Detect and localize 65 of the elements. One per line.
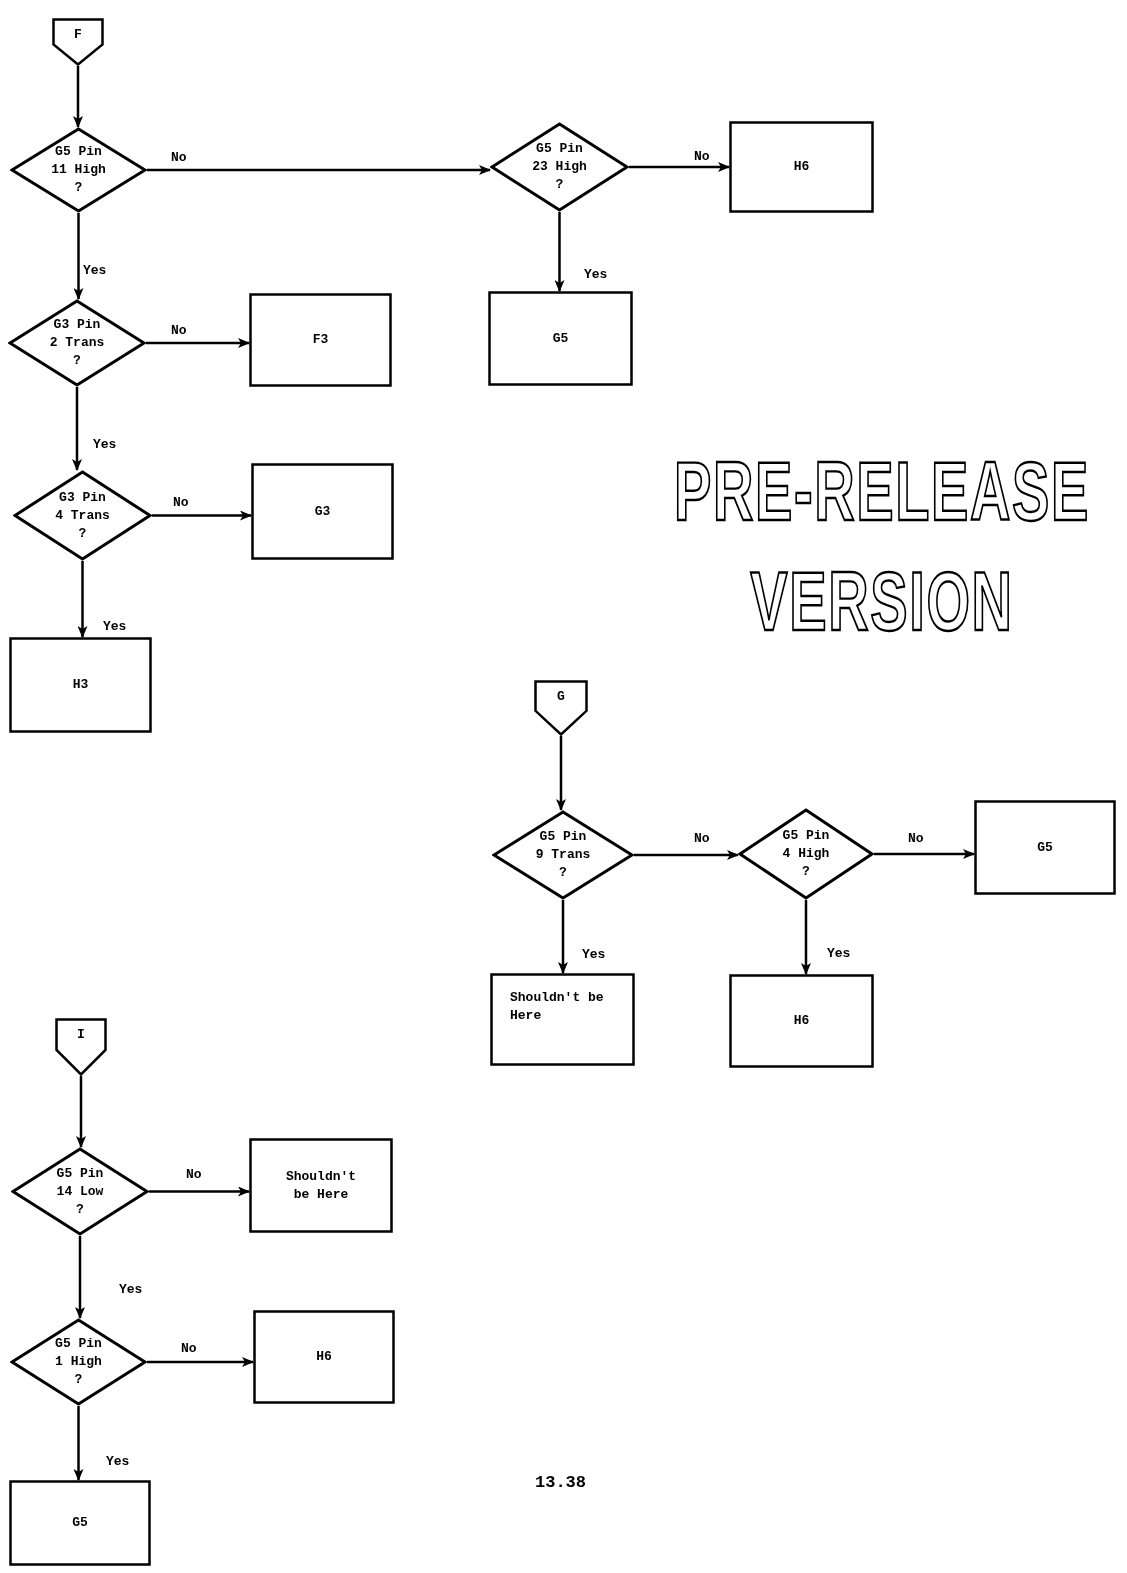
process-box	[9, 1480, 151, 1566]
arrow	[152, 510, 252, 521]
page-number: 13.38	[535, 1472, 586, 1494]
arrow	[72, 387, 82, 471]
arrow	[73, 1406, 84, 1481]
node-label: G5 Pin 9 Trans ?	[534, 828, 592, 882]
arrow	[629, 162, 730, 172]
decision-diamond	[13, 470, 152, 561]
arrow	[77, 561, 88, 638]
process-box	[729, 974, 874, 1068]
arrow	[149, 1186, 250, 1197]
node-label: H3	[72, 676, 89, 694]
node-label: G5	[1037, 838, 1053, 857]
node-label: F	[74, 26, 82, 44]
arrow	[76, 1076, 86, 1148]
node-label: G3 Pin 4 Trans ?	[54, 488, 111, 543]
connector-pentagon	[534, 680, 588, 736]
node-label: Shouldn't be Here	[284, 1167, 358, 1204]
decision-diamond	[738, 808, 874, 900]
arrow	[554, 212, 565, 292]
arrow	[147, 165, 491, 175]
node-label: G5 Pin 4 High ?	[781, 827, 831, 881]
decision-diamond	[10, 1318, 147, 1406]
node-label: H6	[793, 158, 810, 176]
arrow	[556, 736, 566, 811]
node-label: H6	[793, 1012, 810, 1030]
decision-diamond	[10, 127, 147, 213]
stamp-text: PRE-RELEASE VERSION	[673, 443, 1091, 651]
node-label: G5	[72, 1514, 88, 1532]
process-box	[729, 121, 874, 213]
connector-pentagon	[55, 1018, 107, 1076]
process-box	[251, 463, 394, 560]
node-label: I	[77, 1026, 85, 1044]
node-label: G5	[552, 329, 569, 348]
decision-diamond	[8, 299, 146, 387]
arrow	[634, 850, 739, 860]
process-box	[249, 1138, 393, 1233]
arrow	[146, 338, 250, 348]
process-box	[253, 1310, 395, 1404]
connector-pentagon	[52, 18, 104, 66]
node-label: Shouldn't be Here	[510, 989, 605, 1025]
arrow	[147, 1357, 254, 1367]
arrow	[801, 900, 811, 975]
node-label: G	[557, 688, 565, 706]
process-box	[490, 973, 635, 1066]
arrow	[874, 849, 975, 859]
arrow	[73, 66, 83, 128]
arrow	[73, 213, 84, 300]
node-label: H6	[316, 1348, 332, 1366]
decision-diamond	[492, 810, 634, 900]
node-label: G5 Pin 11 High ?	[50, 143, 107, 197]
node-label: F3	[312, 331, 329, 349]
process-box	[974, 800, 1116, 895]
node-label: G5 Pin 23 High ?	[531, 140, 588, 194]
node-label: G3 Pin 2 Trans ?	[48, 316, 106, 370]
node-label: G5 Pin 1 High ?	[54, 1335, 103, 1389]
process-box	[488, 291, 633, 386]
process-box	[9, 637, 152, 733]
arrow	[75, 1236, 85, 1319]
decision-diamond	[11, 1147, 149, 1236]
node-label: G5 Pin 14 Low ?	[55, 1164, 105, 1219]
decision-diamond	[490, 122, 629, 212]
arrow	[558, 900, 568, 974]
process-box	[249, 293, 392, 387]
node-label: G3	[314, 502, 331, 521]
